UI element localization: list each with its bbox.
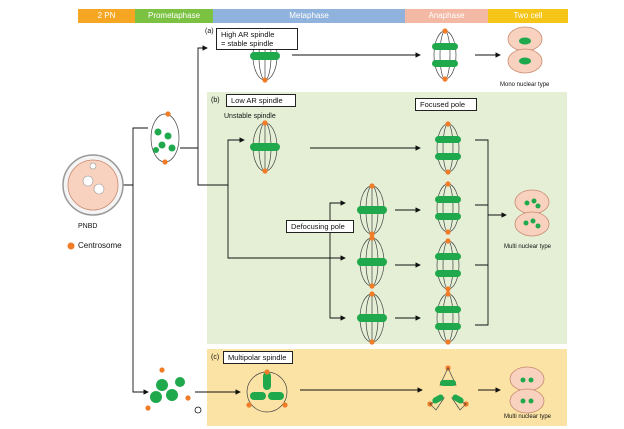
multipolar-anaphase	[427, 365, 469, 411]
multipolar-spindle	[246, 369, 288, 413]
focused-pole-box: Focused pole	[415, 98, 477, 111]
panel-a-tag: (a)	[205, 28, 214, 35]
stage-anaphase: Anaphase	[405, 9, 488, 23]
panel-b-title-box: Low AR spindle	[226, 94, 296, 107]
centrosome-legend-label: Centrosome	[78, 241, 122, 250]
panel-c-outcome: Multi nuclear type	[504, 414, 552, 420]
zygote-label: PNBD	[78, 223, 98, 230]
panel-b-tag: (b)	[211, 97, 220, 104]
panel-b-subtitle: Unstable spindle	[224, 113, 276, 120]
multi-nuclear-cells-c	[509, 366, 545, 414]
panel-a-outcome: Mono nuclear type	[500, 82, 550, 88]
panel-c-title-box: Multipolar spindle	[223, 351, 293, 364]
stage-metaphase: Metaphase	[213, 9, 405, 23]
prometaphase-cell	[150, 111, 180, 165]
panel-a-title-box: High AR spindle = stable spindle	[216, 28, 298, 50]
prometaphase-multipolar	[145, 367, 202, 414]
panel-b-background	[207, 92, 567, 344]
zygote-cell	[62, 154, 124, 216]
centrosome-legend-dot	[67, 242, 75, 250]
panel-c-tag: (c)	[211, 354, 220, 361]
panel-b-outcome: Multi nuclear type	[504, 244, 552, 250]
defocusing-pole-box: Defocusing pole	[286, 220, 354, 233]
stage-two-cell: Two cell	[488, 9, 568, 23]
stage-prometaphase: Prometaphase	[135, 9, 213, 23]
mono-nuclear-cells	[507, 26, 543, 74]
stage-2pn: 2 PN	[78, 9, 135, 23]
multi-nuclear-cells-b	[514, 189, 550, 237]
